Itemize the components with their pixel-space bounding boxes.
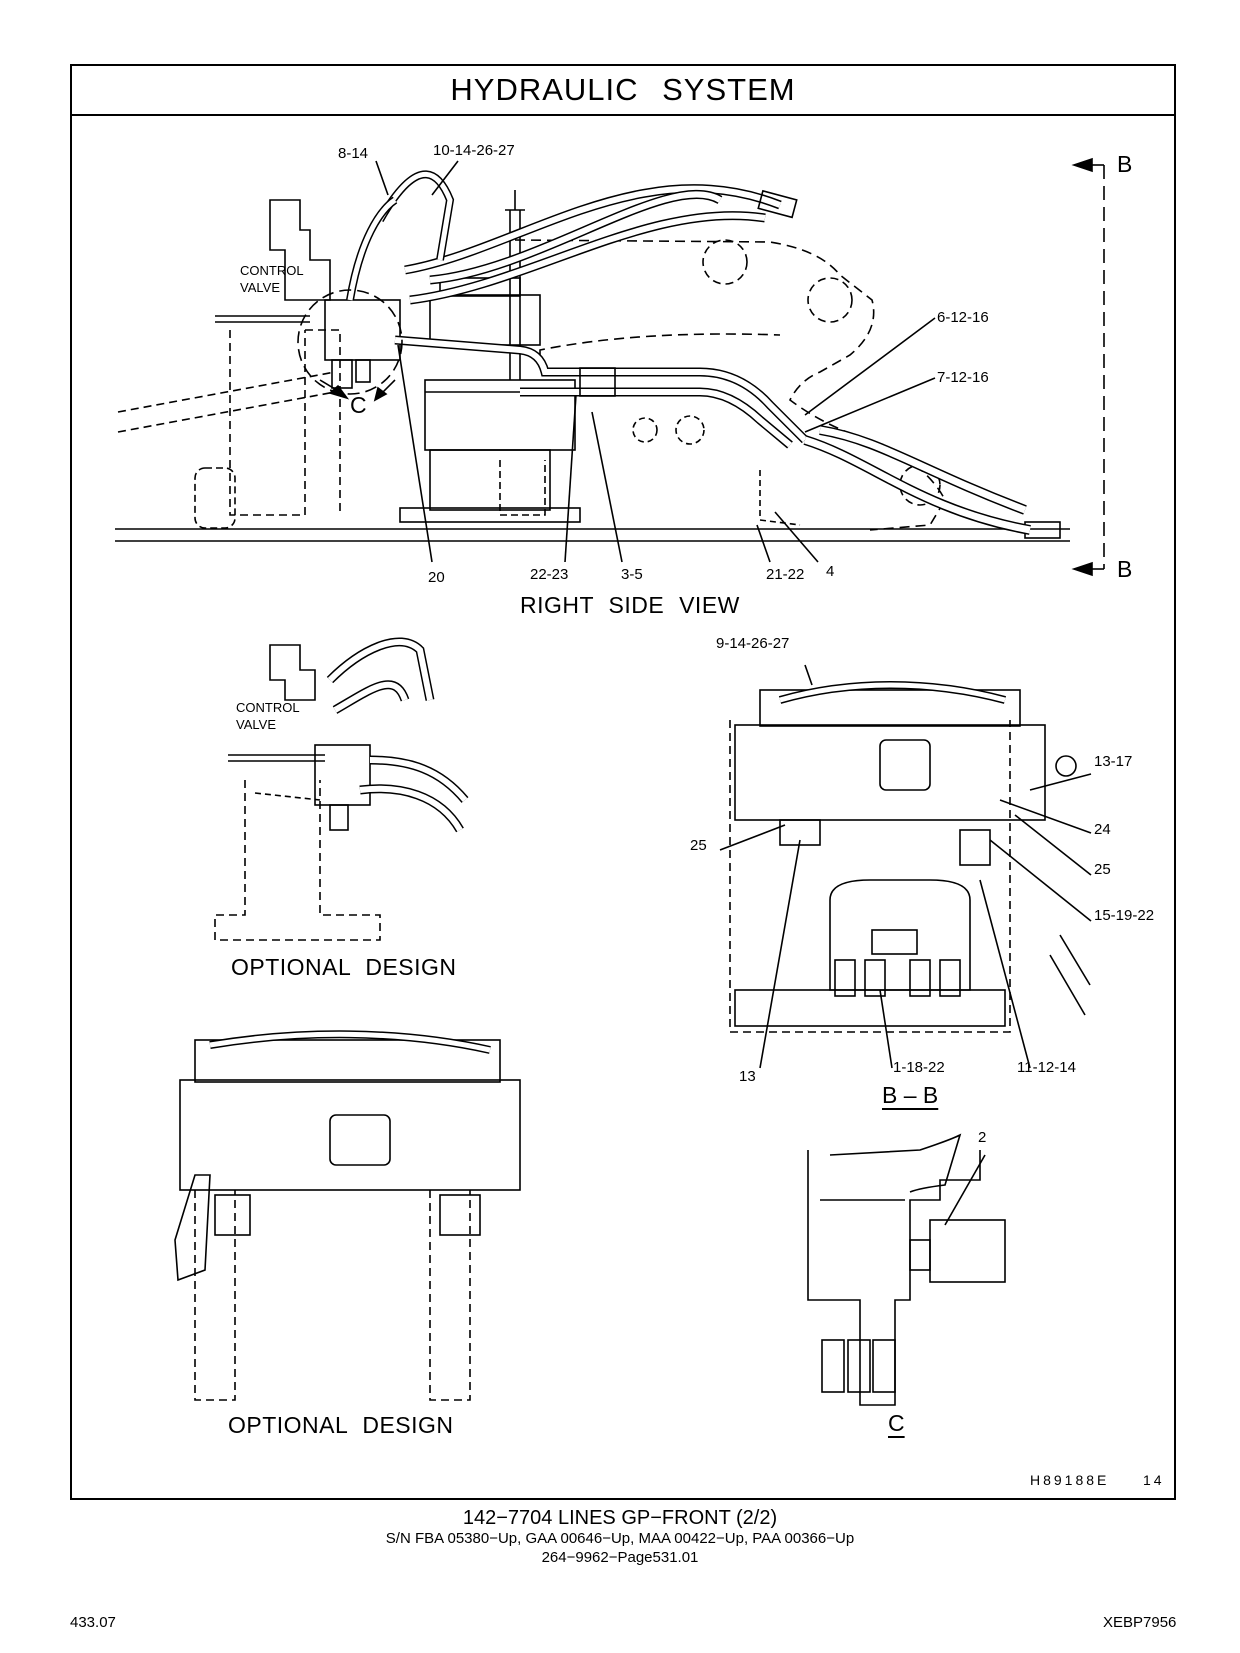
callout-4: 4: [826, 563, 835, 580]
callout-25-left: 25: [690, 837, 707, 854]
callout-13: 13: [739, 1068, 756, 1085]
callout-11-12-14: 11-12-14: [1017, 1059, 1076, 1076]
caption-section-b-b: B – B: [882, 1082, 939, 1108]
callout-8-14: 8-14: [338, 145, 369, 162]
callout-6-12-16: 6-12-16: [937, 309, 989, 326]
optional-design-1-drawing: [214, 637, 469, 941]
detail-c-drawing: [807, 1133, 1006, 1406]
optional-design-2-drawing: [174, 1030, 521, 1401]
callout-20: 20: [428, 569, 445, 586]
title-bar: HYDRAULIC SYSTEM: [72, 66, 1174, 116]
right-side-view-drawing: [115, 157, 1105, 577]
caption-right-side-view: RIGHT SIDE VIEW: [520, 592, 740, 618]
illustration-number: 14: [1143, 1472, 1165, 1488]
callout-1-18-22: 1-18-22: [893, 1059, 945, 1076]
detail-marker-c: C: [350, 392, 367, 418]
callout-22-23: 22-23: [530, 566, 569, 583]
footer-group-title: 142−7704 LINES GP−FRONT (2/2): [462, 1507, 778, 1529]
callout-9-14-26-27: 9-14-26-27: [716, 635, 790, 652]
illustration-code: H89188E: [1030, 1472, 1110, 1488]
control-valve-label-optional: CONTROL VALVE: [236, 700, 300, 732]
caption-optional-design-1: OPTIONAL DESIGN: [231, 954, 457, 980]
page-title: HYDRAULIC SYSTEM: [450, 72, 796, 107]
section-b-drawing: [719, 664, 1092, 1069]
caption-detail-c: C: [888, 1410, 905, 1436]
drawing-frame: HYDRAULIC SYSTEM: [70, 64, 1176, 1500]
callout-25-right: 25: [1094, 861, 1111, 878]
callout-3-5: 3-5: [621, 566, 643, 583]
footer-page-ref: 264−9962−Page531.01: [541, 1549, 699, 1566]
callout-7-12-16: 7-12-16: [937, 369, 989, 386]
document-id: XEBP7956: [1103, 1614, 1177, 1631]
callout-10-14-26-27: 10-14-26-27: [433, 142, 515, 159]
callout-21-22: 21-22: [766, 566, 805, 583]
section-marker-b-top: B: [1117, 151, 1133, 177]
section-marker-b-bottom: B: [1117, 556, 1133, 582]
callout-24: 24: [1094, 821, 1111, 838]
footer-serials: S/N FBA 05380−Up, GAA 00646−Up, MAA 0042…: [385, 1530, 855, 1547]
callout-15-19-22: 15-19-22: [1094, 907, 1155, 924]
control-valve-label: CONTROL VALVE: [240, 263, 304, 295]
page-number: 433.07: [70, 1614, 116, 1631]
caption-optional-design-2: OPTIONAL DESIGN: [228, 1412, 454, 1438]
callout-13-17: 13-17: [1094, 753, 1133, 770]
callout-2: 2: [978, 1129, 987, 1146]
